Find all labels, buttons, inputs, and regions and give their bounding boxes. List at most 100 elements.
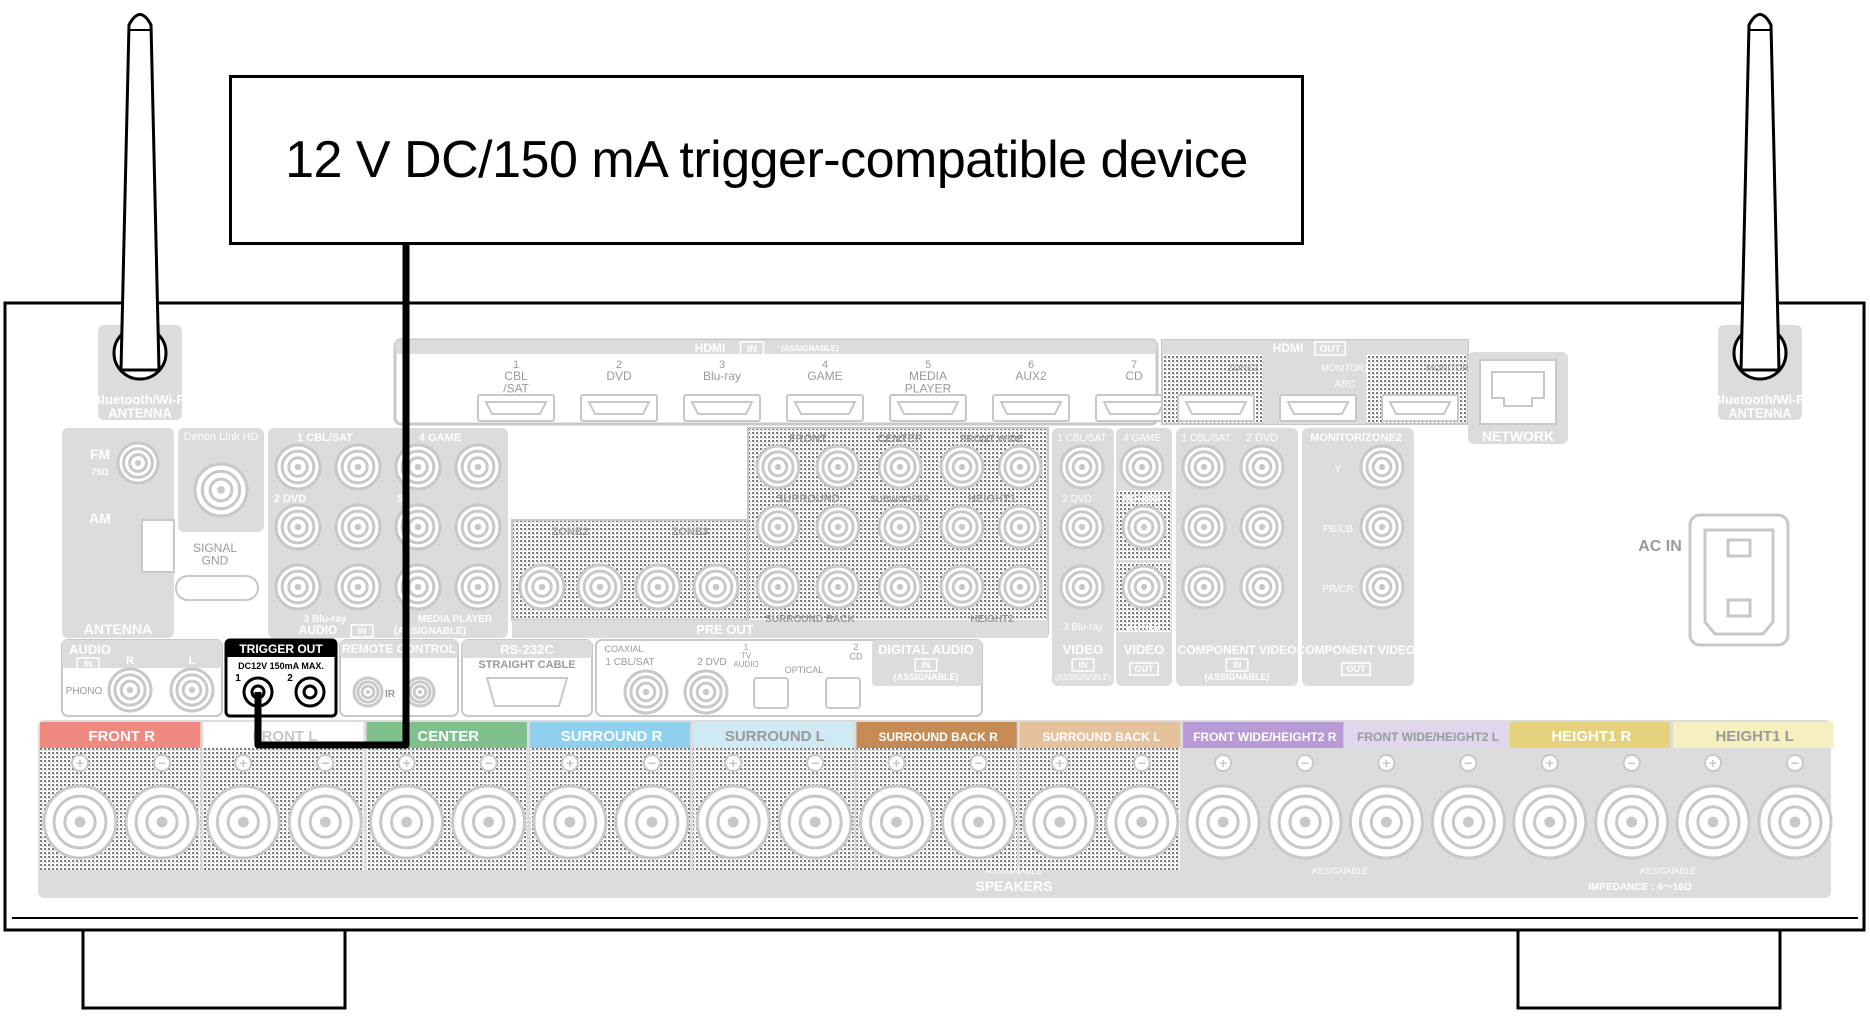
speaker-terminal-minus [777,784,853,860]
jack-mid [1127,570,1161,604]
jack-pin [1078,583,1086,591]
jack-pin [1078,523,1086,531]
speaker-channel-label: CENTER [417,728,479,745]
label-line: AUDIO [69,642,111,657]
phono-badge-box [76,657,100,671]
jack-pin [958,583,966,591]
label-line: OUT [411,662,431,672]
jack-pin [834,463,842,471]
jack-pin [891,816,902,828]
jack-mid [113,673,147,707]
jack-inner [347,576,369,598]
jack-mid [624,794,680,850]
label-line: SURROUND BACK R [878,730,998,744]
jack-inner [951,456,973,478]
label-line: HEIGHT2 [970,614,1014,625]
jack-pin [1016,583,1024,591]
label-line: CD [1125,369,1143,383]
jack-pin [217,486,225,494]
jack-mid [883,510,917,544]
speakers-assignable-2: ASSIGNABLE [1311,866,1368,876]
jack-inner [287,516,309,538]
speaker-channel: SURROUND R+− [529,722,691,870]
audio-in-jack [454,503,502,551]
digital-header [872,640,982,686]
label-line: PHONO [66,686,103,697]
jack-inner [635,681,657,703]
speaker-channel: SURROUND L + − [693,722,854,870]
jack-mid [356,680,380,704]
signal-gnd-post [175,575,259,601]
hdmi-out-badge-box [1314,341,1346,356]
pre-out-title: PRE OUT [696,622,754,637]
label-line: AUDIO [733,660,758,669]
hdmi-out-arc: ARC [1334,379,1355,390]
hdmi-in-port [683,394,761,422]
speaker-terminal-plus [1512,784,1588,860]
jack-pin [1463,816,1474,828]
speaker-terminal-minus [941,784,1016,860]
speaker-plus [71,754,89,772]
label-line: MONITOR1 [1321,363,1368,373]
label-line: − [811,755,819,771]
label-line: + [1546,755,1554,771]
jack-pin [646,816,658,828]
audio-in-title: AUDIO [299,623,338,637]
label-line: SURROUND L [725,728,825,745]
speaker-channel: FRONT WIDE/HEIGHT2 L+− [1346,722,1507,860]
jack-pin [1140,583,1148,591]
jack-mid [460,569,496,605]
denon-link-label: Denon Link HD [184,431,259,443]
label-line: VIDEO [1063,642,1103,657]
pre-out-jack [877,564,923,610]
jack-inner [531,576,553,598]
jack-mid [1003,570,1037,604]
jack-mid [1365,570,1399,604]
speakers-title: SPEAKERS [975,878,1052,894]
label-line: OPTICAL [785,665,824,675]
phono-l: L [189,655,196,667]
label-line: + [1709,755,1717,771]
video-in-frame [1052,428,1114,686]
speaker-channel-label: FRONT L [252,728,317,745]
jack-mid [400,449,436,485]
rs232c-connector [485,677,569,707]
jack-mid [52,794,108,850]
hdmi-socket [587,401,651,415]
jack-inner [471,805,506,839]
component-out-badge: OUT [1347,664,1367,674]
label-line: VIDEO [1124,642,1164,657]
component-out-pb: PB/CB [1323,524,1353,535]
speaker-channel-label: HEIGHT1 L [1715,728,1793,745]
component-in-label: 2 DVD [1246,432,1278,444]
label-line: FRONT WIDE [960,434,1024,445]
digital-badge-box [914,658,938,672]
speaker-minus-sign: − [1791,755,1799,771]
jack-inner [1206,805,1240,839]
jack-mid [1032,794,1088,850]
jack-inner [287,576,309,598]
jack-pin [774,463,782,471]
video-in-label: 2 DVD [1062,494,1091,505]
label-line: + [729,755,737,771]
label-line: ANTENNA [84,621,152,637]
network-label: NETWORK [1482,428,1554,444]
hdmi-socket [793,401,857,415]
label-line: − [158,755,166,771]
jack-pin [712,583,720,591]
audio-in-label: 5 [397,493,403,505]
label-line: TV [741,651,752,660]
zone2-label: ZONE2 [552,526,589,538]
hdmi-in-name: Blu-ray [703,369,741,383]
speaker-plus [724,754,743,772]
jack-mid [787,794,843,850]
speaker-terminal-minus [451,784,527,860]
jack-pin [1381,816,1392,828]
pre-out-jack [997,564,1043,610]
video-out-badge: OUT [1135,664,1155,674]
jack-mid [761,510,795,544]
speaker-minus [969,754,988,772]
antenna-am: AM [89,510,111,526]
jack-pin [1140,523,1148,531]
